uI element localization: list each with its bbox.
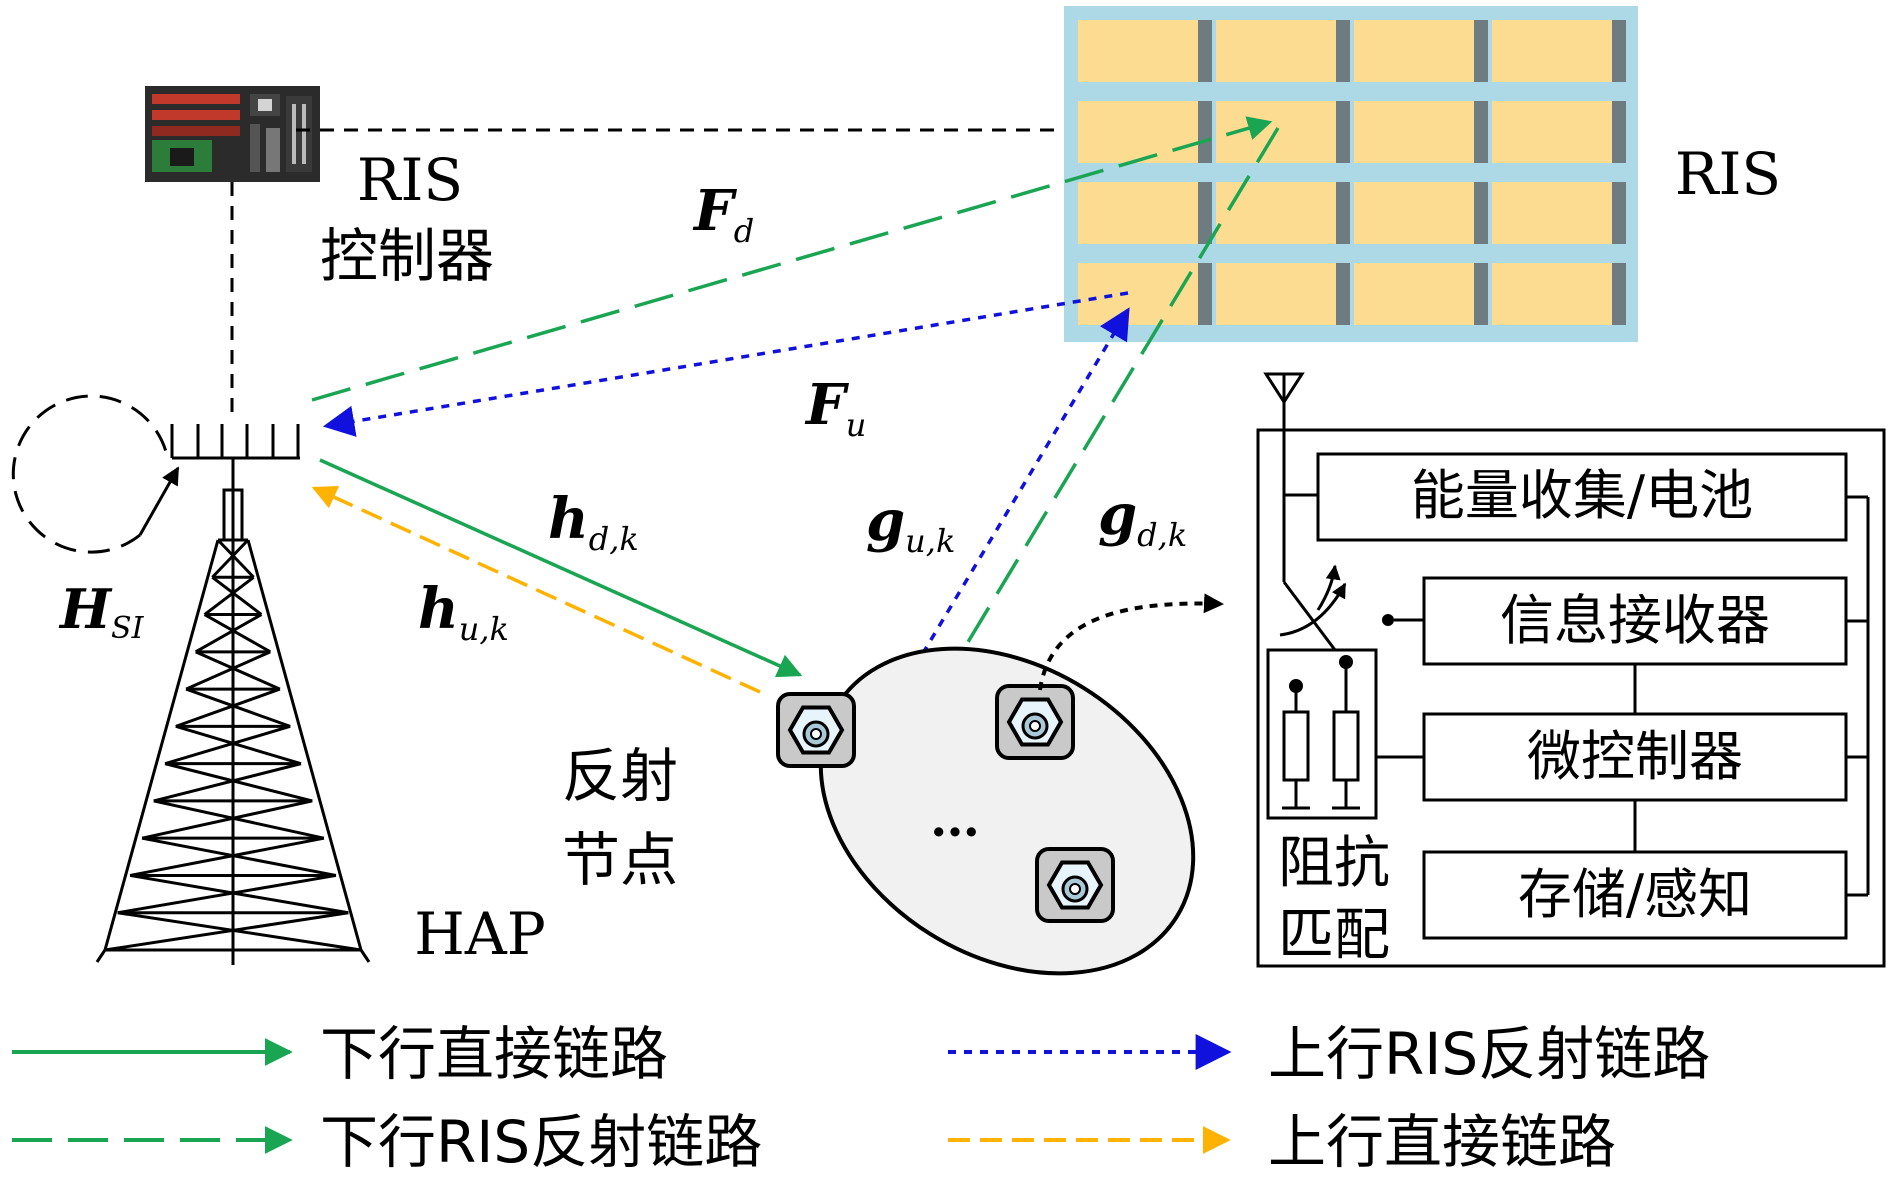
ris-panel: [1064, 6, 1638, 342]
energy-block-label: 能量收集/电池: [1411, 464, 1753, 527]
ris-element-grid: [1078, 20, 1626, 325]
zoom-arrow: [1038, 593, 1224, 691]
circuit-board-icon: [145, 86, 320, 182]
reflect-node-label: 反射: [562, 742, 678, 810]
ris-element: [1492, 263, 1612, 325]
ris-element: [1078, 263, 1198, 325]
channel-HSI: HSI: [58, 577, 145, 646]
channel-guk: gu,k: [866, 488, 955, 560]
legend: 下行直接链路 下行RIS反射链路 上行RIS反射链路 上行直接链路: [12, 1020, 1710, 1176]
node-icons: [776, 684, 1115, 923]
reflect-node-icon: [995, 684, 1075, 760]
ris-element: [1354, 263, 1474, 325]
legend-item-downlink-direct: 下行直接链路: [12, 1020, 668, 1088]
hap-tower-icon: [95, 424, 371, 965]
receiver-block-label: 信息接收器: [1500, 589, 1770, 652]
ris-controller-label: RIS: [357, 146, 463, 214]
ris-element: [1078, 101, 1198, 163]
reflect-node-label-2: 节点: [562, 826, 678, 894]
storage-block-label: 存储/感知: [1518, 863, 1752, 926]
uplink-ris-node-to-ris: [896, 307, 1130, 696]
ris-element: [1492, 101, 1612, 163]
resistor-icon-2: [1332, 710, 1360, 782]
node-cluster: [818, 646, 1196, 976]
legend-item-uplink-direct: 上行直接链路: [948, 1108, 1616, 1176]
ris-element: [1492, 20, 1612, 82]
node-ellipsis: …: [930, 789, 980, 848]
legend-item-downlink-ris: 下行RIS反射链路: [12, 1108, 762, 1176]
reflect-node-icon: [1035, 847, 1115, 923]
ris-controller-label-cn: 控制器: [320, 222, 494, 290]
legend-item-uplink-ris: 上行RIS反射链路: [948, 1020, 1710, 1088]
energy-block: [1316, 452, 1848, 542]
impedance-label: 阻抗: [1278, 831, 1390, 896]
uplink-direct: [311, 486, 761, 694]
legend-label: 上行直接链路: [1268, 1108, 1616, 1176]
hap-label: HAP: [414, 900, 546, 968]
channel-huk: hu,k: [418, 576, 509, 648]
legend-label: 下行直接链路: [320, 1020, 668, 1088]
channel-Fu: Fu: [804, 372, 866, 444]
downlink-direct: [319, 458, 803, 678]
legend-label: 下行RIS反射链路: [320, 1108, 762, 1176]
node-architecture: 能量收集/电池 信息接收器 微控制器 存储/感知 阻抗 匹配: [1256, 372, 1886, 968]
ris-element: [1354, 20, 1474, 82]
ris-element: [1354, 101, 1474, 163]
channel-hdk: hd,k: [548, 486, 639, 558]
impedance-label-2: 匹配: [1278, 903, 1390, 968]
ris-element: [1216, 20, 1336, 82]
ris-element: [1492, 182, 1612, 244]
channel-Fd: Fd: [692, 178, 754, 250]
ris-element: [1078, 182, 1198, 244]
channel-gdk: gd,k: [1098, 482, 1187, 554]
ris-label: RIS: [1675, 140, 1781, 208]
ris-element: [1078, 20, 1198, 82]
uplink-ris-ris-to-hap: [322, 291, 1129, 437]
legend-label: 上行RIS反射链路: [1268, 1020, 1710, 1088]
ris-element: [1354, 182, 1474, 244]
self-interference-loop: [11, 394, 180, 554]
storage-block: [1422, 850, 1848, 940]
resistor-icon: [1282, 710, 1310, 782]
ris-element: [1216, 263, 1336, 325]
mcu-block-label: 微控制器: [1527, 725, 1743, 788]
downlink-ris-ris-to-node: [928, 127, 1280, 708]
ris-element: [1216, 182, 1336, 244]
reflect-node-icon: [776, 692, 856, 768]
